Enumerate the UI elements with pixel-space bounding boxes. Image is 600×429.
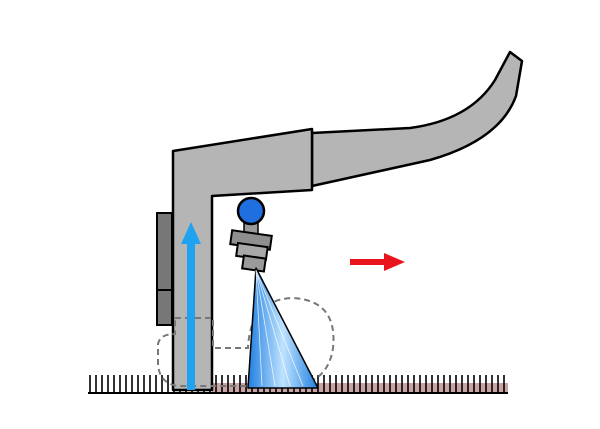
dashed-tyre-outline xyxy=(157,296,335,387)
side-panel-upper xyxy=(156,212,173,292)
pipe-elbow xyxy=(171,127,314,392)
nozzle-tip xyxy=(241,254,267,273)
spray-streaks xyxy=(255,269,304,387)
right-arrow-icon xyxy=(350,253,405,271)
up-arrow-icon xyxy=(181,222,201,390)
nozzle-ball xyxy=(236,196,266,226)
spray-cone xyxy=(247,267,319,389)
side-panel-lower xyxy=(156,289,173,326)
pipe-arm xyxy=(310,50,524,188)
